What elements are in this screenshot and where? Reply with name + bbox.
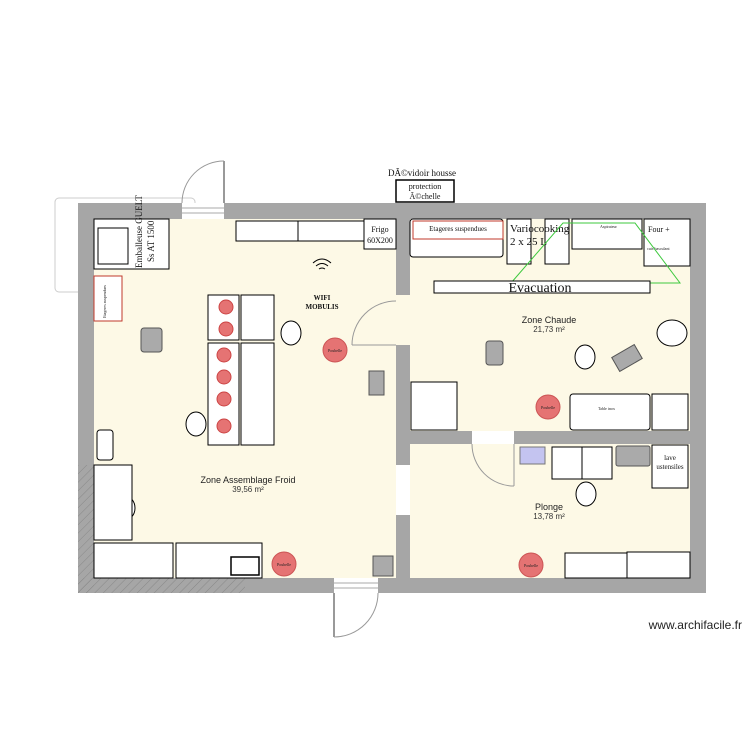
door-chaude-plonge[interactable] (471, 431, 515, 487)
table-coin[interactable] (651, 393, 689, 431)
wifi-label: WIFI (314, 294, 331, 302)
lave-label-2: ustensiles (656, 463, 683, 471)
room-label-chaude: Zone Chaude (522, 315, 577, 325)
frigo[interactable]: Frigo 60X200 (363, 218, 397, 250)
table-left[interactable] (93, 464, 133, 541)
emballeuse-label: Emballeuse GUELT (134, 195, 144, 268)
meuble-chaude[interactable] (410, 381, 458, 431)
emballeuse-label-2: Ss AT 1500 (146, 220, 156, 262)
four-label-2: cuis basculant (647, 246, 670, 251)
etageres-label: Etageres suspendues (429, 225, 487, 233)
variocooking-label-2: 2 x 25 L (510, 236, 547, 248)
lave-ustensiles[interactable]: lave ustensiles (651, 444, 689, 489)
poubelle-label: Poubelle (524, 563, 538, 568)
aspirateur-label: Aspirateur (600, 224, 618, 229)
poubelle[interactable]: Poubelle (535, 394, 561, 420)
aspirateur[interactable]: Aspirateur (571, 218, 643, 250)
hatched-wall (78, 465, 94, 593)
etagere-plonge-1[interactable] (564, 552, 628, 579)
bac-2[interactable] (581, 446, 613, 480)
etagere-plonge-2[interactable] (626, 551, 691, 579)
devidoir-text-3: Ã©chelle (410, 191, 441, 201)
four[interactable]: Four + cuis basculant (643, 218, 691, 267)
balance[interactable] (230, 556, 260, 576)
room-label-plonge: Plonge (535, 502, 563, 512)
bac-1[interactable] (551, 446, 583, 480)
wifi-icon (312, 258, 332, 270)
wifi: WIFI MOBULIS (305, 258, 339, 311)
lave-label: lave (664, 454, 676, 462)
etageres-suspendues[interactable]: Etageres suspendues (409, 218, 504, 258)
appareil-bottom[interactable] (372, 555, 394, 577)
table-bottom-1[interactable] (93, 542, 174, 579)
devidoir-box (395, 179, 455, 203)
wifi-label-2: MOBULIS (305, 303, 338, 311)
table-poste-4[interactable] (240, 342, 275, 446)
devidoir-text: DÃ©vidoir housse (388, 168, 456, 178)
hatched-wall-bottom (78, 578, 245, 593)
table-top-2[interactable] (297, 220, 365, 242)
etageres-left-label: Etageres suspendues (102, 285, 107, 318)
room-label-froid: Zone Assemblage Froid (200, 475, 295, 485)
door-bottom[interactable] (333, 578, 379, 638)
evacuation: Evacuation (433, 280, 651, 296)
door-top[interactable] (181, 160, 225, 219)
appareil[interactable] (368, 370, 385, 396)
poubelle-label: Poubelle (541, 405, 555, 410)
plates (216, 299, 234, 434)
room-area-froid: 39,56 m² (232, 485, 264, 494)
chariot[interactable] (140, 327, 163, 353)
room-area-chaude: 21,73 m² (533, 325, 565, 334)
table-top-1[interactable] (235, 220, 299, 242)
frigo-label: Frigo (371, 225, 388, 234)
chariot-chaude[interactable] (485, 340, 504, 366)
table-poste-2[interactable] (240, 294, 275, 341)
four-rond[interactable] (656, 319, 688, 347)
frigo-label-2: 60X200 (367, 236, 393, 245)
poubelle-label: Poubelle (277, 562, 291, 567)
poubelle-label: Poubelle (328, 348, 342, 353)
grille[interactable] (611, 343, 643, 373)
etiquette (519, 446, 546, 465)
table-inox-label: Table inox (598, 406, 615, 411)
door-interior-froid-chaude[interactable] (351, 295, 410, 346)
four-label: Four + (648, 225, 670, 234)
watermark[interactable]: www.archifacile.fr (648, 618, 742, 632)
adoucisseur[interactable] (615, 445, 651, 467)
window-interior (396, 465, 410, 515)
emballeuse[interactable]: Emballeuse GUELT Ss AT 1500 (93, 195, 170, 270)
devidoir-text-2: protection (409, 182, 441, 191)
poubelle[interactable]: Poubelle (518, 552, 544, 578)
papier[interactable] (96, 429, 114, 461)
poubelle[interactable]: Poubelle (322, 337, 348, 363)
etageres-left[interactable]: Etageres suspendues (93, 275, 123, 322)
poubelle[interactable]: Poubelle (271, 551, 297, 577)
table-inox-chaude[interactable]: Table inox (569, 393, 651, 431)
devidoir-label: DÃ©vidoir housse protection Ã©chelle (388, 168, 456, 203)
evacuation-label: Evacuation (509, 281, 572, 296)
room-area-plonge: 13,78 m² (533, 512, 565, 521)
